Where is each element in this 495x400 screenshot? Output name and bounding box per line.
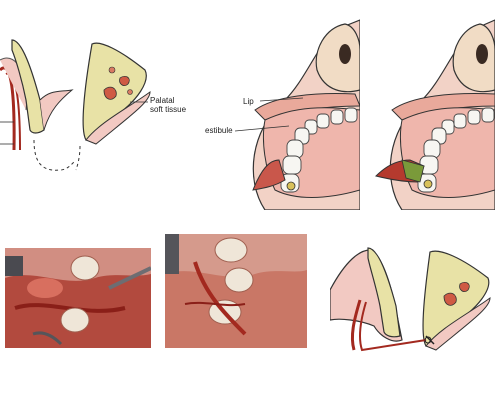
- face-flap-illustration: [375, 19, 495, 210]
- label-vestibule: estibule: [205, 126, 233, 135]
- cross-section-after-illustration: [330, 247, 491, 352]
- clinical-photo-after-image: [165, 234, 307, 348]
- cross-section-before-illustration: [0, 39, 151, 171]
- face-vestibule-illustration: [234, 19, 360, 210]
- label-palatal: Palatal: [150, 96, 175, 105]
- panel-cross-section-before: [0, 30, 200, 180]
- panel-face-flap: [362, 10, 495, 210]
- panel-cross-section-after: [330, 240, 495, 360]
- label-lip: Lip: [243, 97, 254, 106]
- clinical-photo-before-image: [5, 248, 151, 348]
- label-soft-tissue: soft tissue: [150, 105, 187, 114]
- clinical-photo-before: [5, 248, 151, 348]
- panel-face-vestibule: [205, 10, 360, 210]
- clinical-photo-after: [165, 234, 307, 348]
